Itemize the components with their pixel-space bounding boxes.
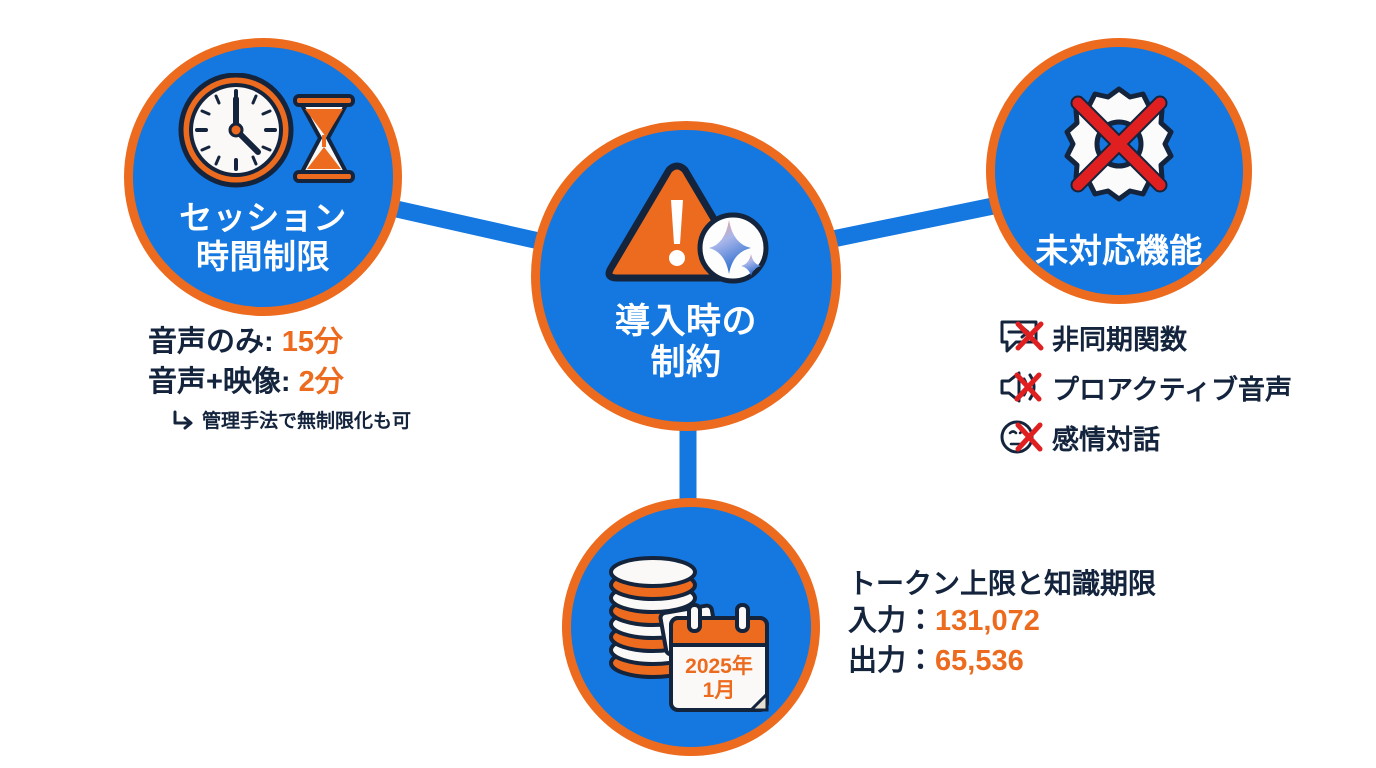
session-note-label: 管理手法で無制限化も可 xyxy=(202,411,412,433)
hourglass-icon xyxy=(293,94,355,183)
clock-icon xyxy=(178,72,294,188)
list-item[interactable]: プロアクティブ音声 xyxy=(998,368,1358,406)
token-input-value: 131,072 xyxy=(935,605,1040,638)
list-item-label: 感情対話 xyxy=(1052,424,1160,455)
list-item-label: プロアクティブ音声 xyxy=(1052,374,1293,405)
session-note: 管理手法で無制限化も可 xyxy=(172,406,488,433)
session-limit-row: 音声のみ: 15分 xyxy=(148,322,488,362)
list-item[interactable]: 非同期関数 xyxy=(998,318,1358,356)
token-input-row: 入力：131,072 xyxy=(848,602,1248,641)
node-session-limit-label: セッション 時間制限 xyxy=(179,199,347,275)
node-token-limits[interactable]: 2025年 1月 xyxy=(562,498,820,756)
node-center-constraints[interactable]: 導入時の 制約 xyxy=(531,121,841,431)
node-session-limit[interactable]: セッション 時間制限 xyxy=(124,38,402,316)
corner-down-right-arrow-icon xyxy=(172,410,194,430)
node-unsupported-label: 未対応機能 xyxy=(1035,232,1203,269)
connector-center-to-unsupported xyxy=(826,196,1000,249)
crossed-out-gear-icon xyxy=(1054,81,1184,216)
session-limit-details: 音声のみ: 15分 音声+映像: 2分 管理手法で無制限化も可 xyxy=(148,322,488,433)
unsupported-feature-list: 非同期関数 プロアクティブ音声 xyxy=(998,318,1358,468)
clock-and-hourglass-icon-group xyxy=(168,72,358,193)
node-center-label: 導入時の 制約 xyxy=(614,302,757,383)
session-limit-value: 2分 xyxy=(298,366,344,399)
sparkle-icon xyxy=(697,212,769,284)
token-limit-details: トークン上限と知識期限 入力：131,072 出力：65,536 xyxy=(848,566,1248,681)
list-item[interactable]: 感情対話 xyxy=(998,418,1358,456)
coins-and-calendar-icon-group: 2025年 1月 xyxy=(601,545,781,725)
speaker-crossed-icon xyxy=(998,368,1044,406)
calendar-month-text: 1月 xyxy=(703,679,736,702)
connector-session-to-center xyxy=(390,199,550,252)
session-limit-row: 音声+映像: 2分 xyxy=(148,362,488,402)
token-output-value: 65,536 xyxy=(935,644,1024,677)
token-output-name: 出力： xyxy=(848,644,936,677)
warning-and-sparkle-icon-group xyxy=(591,156,781,291)
token-limit-title: トークン上限と知識期限 xyxy=(848,568,1157,599)
token-output-row: 出力：65,536 xyxy=(848,642,1248,681)
list-item-label: 非同期関数 xyxy=(1052,324,1187,355)
session-limit-name: 音声のみ: xyxy=(148,326,274,358)
calendar-icon: 2025年 1月 xyxy=(658,603,769,712)
calendar-year-text: 2025年 xyxy=(685,654,753,678)
token-input-name: 入力： xyxy=(848,605,936,638)
session-limit-name: 音声+映像: xyxy=(148,366,291,399)
speech-bubble-arrow-crossed-icon xyxy=(998,318,1044,356)
node-unsupported-features[interactable]: 未対応機能 xyxy=(986,38,1252,304)
face-crossed-icon xyxy=(998,418,1044,456)
session-limit-value: 15分 xyxy=(281,326,343,358)
